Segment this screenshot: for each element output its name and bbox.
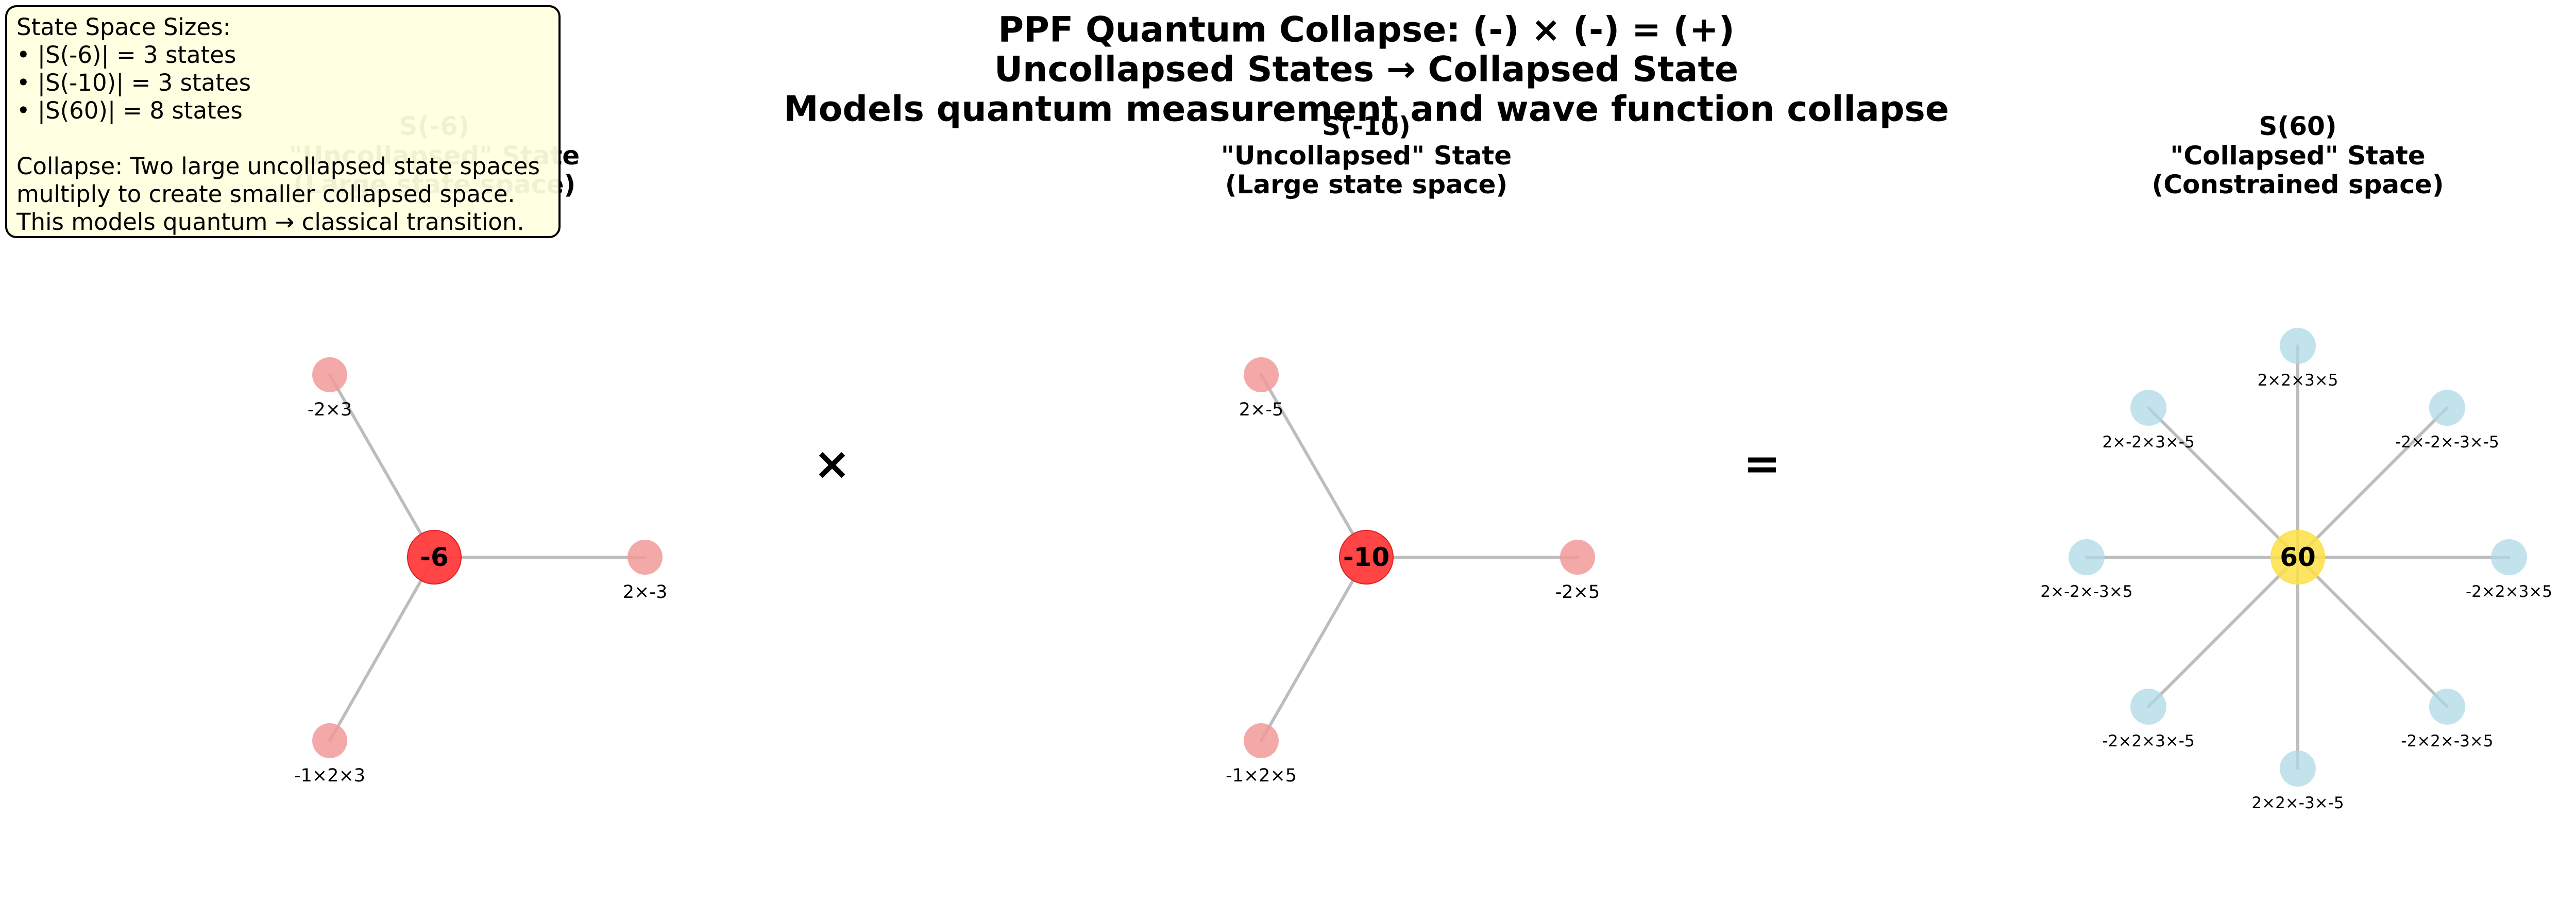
- state-leaf-label: -2×5: [1555, 582, 1600, 603]
- state-space-info-box: State Space Sizes: • |S(-6)| = 3 states …: [5, 5, 561, 238]
- state-leaf-label: 2×-2×-3×5: [2040, 582, 2132, 601]
- panel-title-line: S(60): [2259, 111, 2336, 141]
- state-leaf-node: [2130, 689, 2166, 725]
- state-leaf-node: [2491, 539, 2527, 575]
- state-leaf-label: -1×2×5: [1226, 765, 1297, 786]
- state-leaf-node: [1560, 540, 1595, 575]
- state-edge: [2148, 557, 2298, 707]
- state-leaf-node: [1244, 357, 1279, 392]
- state-edge: [2298, 557, 2447, 707]
- state-center-label: -6: [420, 542, 449, 572]
- figure-title-line: PPF Quantum Collapse: (-) × (-) = (+): [998, 10, 1735, 51]
- panel-title-line: "Collapsed" State: [2170, 141, 2425, 171]
- panels: S(-6)"Uncollapsed" State(Large state spa…: [289, 111, 2552, 812]
- panel-title-line: S(-10): [1322, 111, 1411, 141]
- state-leaf-node: [312, 723, 347, 758]
- info-size-s-neg10: • |S(-10)| = 3 states: [16, 69, 549, 97]
- state-leaf-node: [2069, 539, 2105, 575]
- state-edge: [2298, 408, 2447, 557]
- state-leaf-label: 2×2×-3×-5: [2251, 794, 2344, 812]
- info-size-s-60: • |S(60)| = 8 states: [16, 97, 549, 125]
- info-size-s-neg6: • |S(-6)| = 3 states: [16, 41, 549, 69]
- figure-title-line: Uncollapsed States → Collapsed State: [994, 49, 1738, 90]
- panel-title-line: "Uncollapsed" State: [1221, 141, 1512, 171]
- state-leaf-node: [2429, 390, 2465, 426]
- state-center-label: 60: [2280, 542, 2316, 572]
- info-note-line: This models quantum → classical transiti…: [16, 208, 549, 236]
- state-leaf-label: -1×2×3: [294, 765, 365, 786]
- state-leaf-node: [2280, 751, 2316, 787]
- state-leaf-node: [2280, 328, 2316, 364]
- state-leaf-node: [2130, 390, 2166, 426]
- state-leaf-node: [312, 357, 347, 392]
- state-edge: [330, 557, 434, 741]
- panel-s-neg10: S(-10)"Uncollapsed" State(Large state sp…: [1221, 111, 1600, 786]
- state-leaf-label: -2×2×-3×5: [2401, 732, 2493, 751]
- panel-title-line: (Constrained space): [2151, 170, 2444, 199]
- state-edge: [2148, 408, 2298, 557]
- panel-title-line: (Large state space): [1225, 170, 1508, 199]
- state-leaf-label: -2×-2×-3×-5: [2395, 433, 2499, 452]
- state-leaf-label: 2×-2×3×-5: [2102, 433, 2194, 452]
- times-operator: ×: [814, 438, 851, 490]
- state-leaf-label: 2×2×3×5: [2258, 371, 2338, 390]
- info-heading: State Space Sizes:: [16, 13, 549, 41]
- state-leaf-label: -2×3: [308, 399, 352, 420]
- panel-s-60: S(60)"Collapsed" State(Constrained space…: [2040, 111, 2552, 812]
- state-center-label: -10: [1343, 542, 1389, 572]
- info-note-line: Collapse: Two large uncollapsed state sp…: [16, 153, 549, 180]
- state-leaf-label: 2×-5: [1239, 399, 1284, 420]
- state-leaf-label: -2×2×3×-5: [2102, 732, 2194, 751]
- state-leaf-label: 2×-3: [623, 582, 668, 603]
- state-leaf-node: [1244, 723, 1279, 758]
- info-note-line: multiply to create smaller collapsed spa…: [16, 180, 549, 208]
- state-leaf-node: [2429, 689, 2465, 725]
- state-leaf-label: -2×2×3×5: [2466, 582, 2552, 601]
- operators: ×=: [814, 438, 1781, 490]
- state-leaf-node: [628, 540, 663, 575]
- state-edge: [1261, 557, 1366, 741]
- equals-operator: =: [1743, 438, 1781, 490]
